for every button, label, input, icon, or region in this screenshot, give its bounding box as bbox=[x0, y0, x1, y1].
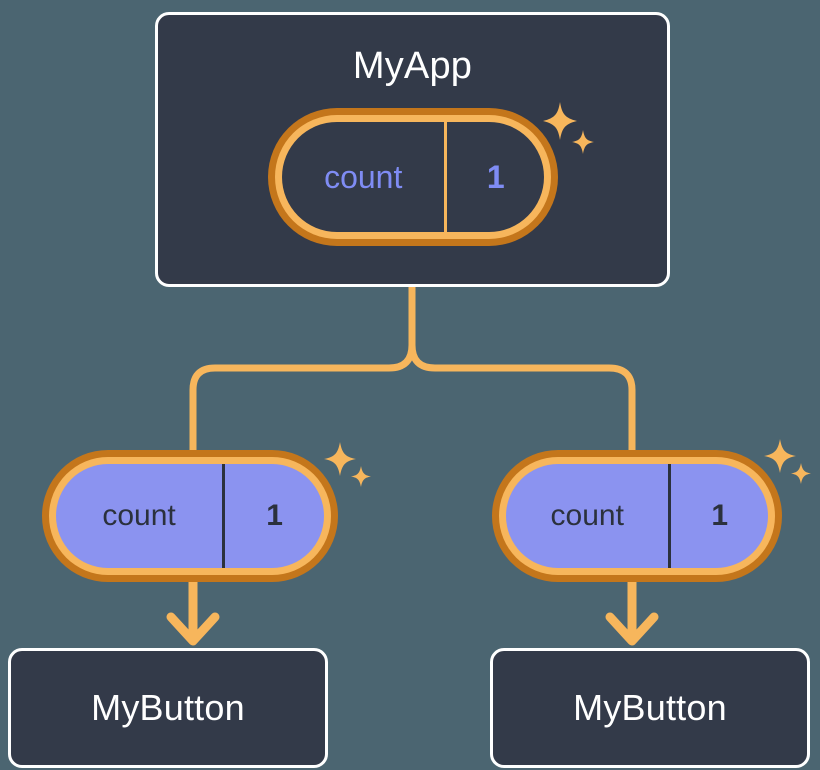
arrow-right-head bbox=[605, 612, 659, 646]
component-title: MyButton bbox=[91, 687, 245, 728]
state-pill-myapp[interactable]: count 1 bbox=[268, 108, 558, 246]
component-title: MyButton bbox=[573, 687, 727, 728]
state-pill-body: count 1 bbox=[56, 464, 324, 568]
component-box-mybutton-left[interactable]: MyButton bbox=[8, 648, 328, 768]
sparkle-large-icon bbox=[324, 442, 356, 476]
sparkle-small-icon bbox=[791, 463, 811, 484]
component-box-mybutton-right[interactable]: MyButton bbox=[490, 648, 810, 768]
state-key-label: count bbox=[550, 499, 624, 532]
state-pill-right[interactable]: count 1 bbox=[492, 450, 782, 582]
state-value-label: 1 bbox=[668, 464, 768, 568]
state-key-label: count bbox=[102, 499, 176, 532]
state-value-label: 1 bbox=[222, 464, 324, 568]
state-pill-left[interactable]: count 1 bbox=[42, 450, 338, 582]
state-pill-ring: count 1 bbox=[275, 115, 551, 239]
state-pill-body: count 1 bbox=[282, 122, 544, 232]
state-key-label: count bbox=[324, 158, 403, 195]
state-pill-ring: count 1 bbox=[499, 457, 775, 575]
arrow-left-head bbox=[166, 612, 220, 646]
state-pill-body: count 1 bbox=[506, 464, 768, 568]
connector-tree-path-right bbox=[408, 341, 636, 456]
sparkle-small-icon bbox=[351, 466, 371, 487]
sparkle-large-icon bbox=[764, 439, 796, 473]
state-value-label: 1 bbox=[444, 122, 544, 232]
page-title: MyApp bbox=[352, 45, 473, 87]
state-pill-ring: count 1 bbox=[49, 457, 331, 575]
connector-tree-path bbox=[189, 283, 416, 456]
